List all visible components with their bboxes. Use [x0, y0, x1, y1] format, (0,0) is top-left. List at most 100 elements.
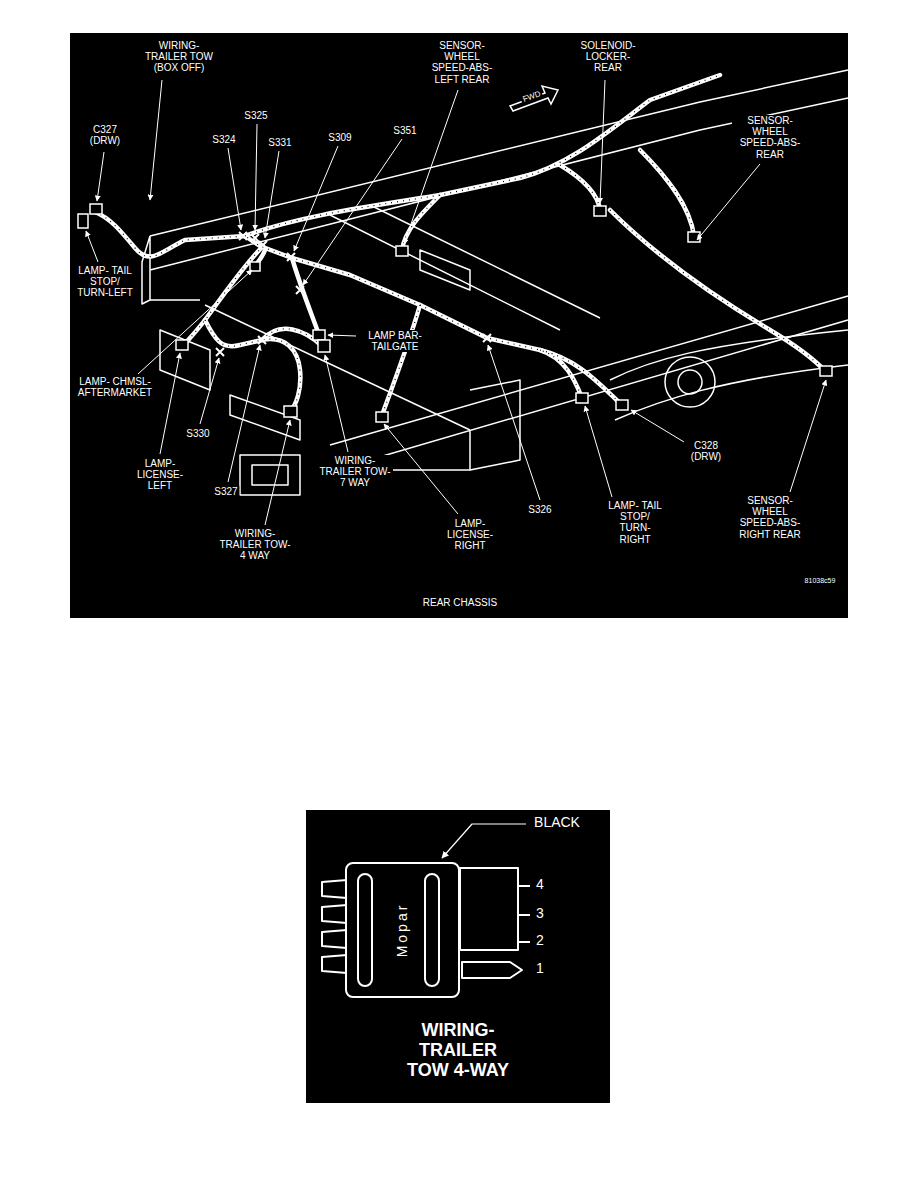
connector-symbol	[318, 340, 330, 352]
wire-harness	[95, 75, 826, 415]
leader-line	[303, 139, 402, 285]
callout-label: SENSOR- WHEEL SPEED-ABS- REAR	[732, 115, 808, 160]
wire-harness	[640, 150, 694, 236]
leader-line	[328, 335, 356, 336]
callout-label: LAMP- CHMSL- AFTERMARKET	[76, 376, 154, 398]
leader-line	[790, 380, 826, 492]
leader-line	[86, 80, 826, 525]
callout-label: LAMP- LICENSE- LEFT	[135, 458, 185, 492]
pin-number: 1	[534, 961, 546, 977]
callout-label: SENSOR- WHEEL SPEED-ABS- LEFT REAR	[424, 40, 500, 85]
connector-view	[322, 824, 530, 986]
spring-hanger	[160, 330, 520, 470]
figure-caption: REAR CHASSIS	[421, 597, 499, 608]
connector-symbol	[90, 204, 102, 214]
panel-ground	[70, 33, 848, 618]
pin-blade	[462, 962, 522, 978]
pin-number: 3	[534, 906, 546, 922]
callout-label: LAMP- LICENSE- RIGHT	[445, 518, 495, 552]
leader-line	[442, 824, 526, 858]
brand-text: Mopar	[395, 901, 411, 960]
connector-id: C327 (DRW)	[83, 124, 127, 146]
leader-line	[228, 148, 241, 230]
wire-harness	[95, 212, 582, 398]
callout-label: WIRING- TRAILER TOW- 4 WAY	[217, 528, 293, 562]
splice-number: S326	[526, 504, 553, 515]
callout-label: WIRING- TRAILER TOW- 7 WAY	[317, 455, 393, 489]
leader-line	[265, 420, 290, 525]
connector-symbol	[376, 412, 388, 422]
connector-symbol	[176, 340, 188, 350]
callout-label: SOLENOID- LOCKER- REAR	[572, 40, 644, 74]
leader-line	[600, 80, 605, 203]
connector-slot	[425, 874, 439, 986]
leader-line	[404, 90, 458, 244]
harness-wrap	[95, 212, 582, 398]
harness-wrap	[610, 210, 826, 372]
leader-line	[86, 231, 98, 262]
chassis-frame	[142, 70, 848, 495]
leader-line	[150, 80, 162, 200]
leader-line	[294, 146, 338, 251]
connector-symbol	[688, 232, 700, 242]
leader-line	[265, 151, 279, 238]
callout-label: LAMP- TAIL STOP/ TURN-RIGHT	[602, 500, 668, 545]
splice-mark	[259, 241, 267, 249]
harness-wrap	[382, 305, 420, 415]
connector-symbol	[820, 366, 832, 376]
leader-line	[384, 424, 458, 514]
wire-harness	[205, 320, 300, 412]
leader-line	[228, 345, 260, 482]
pin-tick	[518, 886, 530, 942]
wire-harness	[382, 305, 420, 415]
wire-harness	[245, 75, 720, 236]
hitch-receiver	[240, 455, 300, 495]
wire-harness	[402, 195, 440, 250]
connector-body: Mopar	[345, 862, 460, 998]
leader-line	[138, 270, 252, 374]
connector-tooth	[322, 880, 347, 973]
callout-label: WIRING- TRAILER TOW (BOX OFF)	[137, 40, 221, 74]
splice-number: S327	[212, 486, 239, 497]
splice-number: S331	[266, 137, 293, 148]
leader-line	[97, 152, 104, 201]
callout-label: LAMP BAR- TAILGATE	[360, 330, 430, 352]
bracket	[230, 250, 470, 440]
connector-symbol	[594, 206, 606, 216]
leader-line	[200, 358, 219, 424]
differential	[678, 370, 702, 394]
wire-harness	[610, 210, 826, 372]
connector-symbol	[576, 393, 588, 403]
differential	[665, 357, 715, 407]
splice-mark	[216, 232, 491, 356]
harness-wrap	[402, 195, 440, 250]
splice-mark	[216, 348, 224, 356]
splice-mark	[258, 336, 266, 344]
harness-wrap	[205, 320, 300, 412]
connector-symbol	[78, 214, 88, 228]
splice-mark	[239, 232, 247, 240]
harness-wrap	[540, 350, 622, 405]
splice-mark	[287, 253, 295, 261]
panel-ground	[306, 810, 610, 1103]
connector-symbol	[284, 406, 297, 417]
harness-wrap	[245, 75, 720, 236]
leader-line	[488, 345, 540, 500]
connector-symbol	[313, 330, 325, 340]
harness-wrap	[560, 165, 600, 210]
connector-symbol	[78, 204, 832, 422]
leader-line	[160, 353, 180, 454]
frame-rail	[330, 296, 848, 470]
wire-harness	[560, 165, 600, 210]
harness-wrap	[640, 150, 694, 236]
splice-number: S325	[242, 110, 269, 121]
leader-line	[585, 406, 612, 497]
splice-number: S309	[326, 132, 353, 143]
splice-number: S330	[184, 428, 211, 439]
harness-wrap	[95, 75, 826, 415]
frame-rail	[142, 70, 848, 304]
leader-line	[255, 124, 257, 230]
connector-shell	[460, 868, 518, 950]
pin-number: 4	[534, 877, 546, 893]
